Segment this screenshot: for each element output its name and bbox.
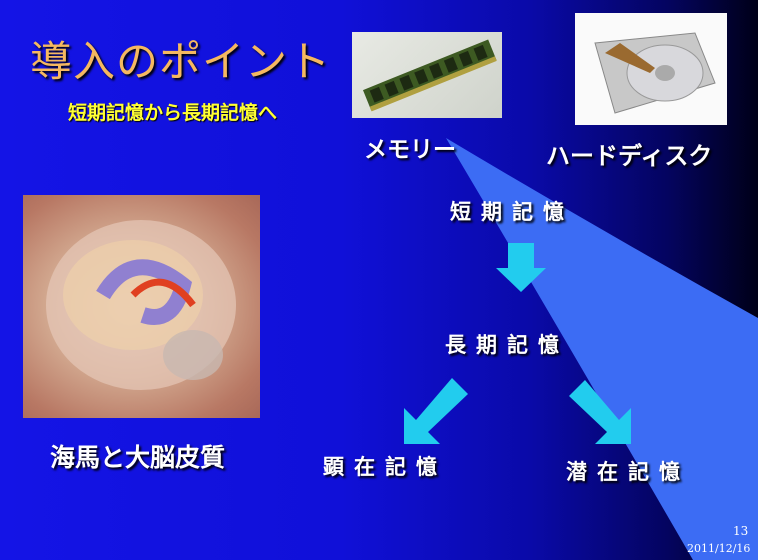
hard-disk-label: ハードディスク xyxy=(546,142,713,170)
arrow-down-left-icon xyxy=(404,378,468,444)
slide-date: 2011/12/16 xyxy=(687,542,751,555)
arrow-down-right-icon xyxy=(569,380,631,444)
long-term-memory-label: 長期記憶 xyxy=(445,333,569,357)
page-number: 13 xyxy=(733,524,749,538)
implicit-memory-label: 潜在記憶 xyxy=(566,460,690,484)
slide-subtitle: 短期記憶から長期記憶へ xyxy=(68,102,278,124)
brain-label: 海馬と大脳皮質 xyxy=(50,443,226,472)
brain-image xyxy=(23,195,260,418)
arrow-down-icon xyxy=(496,243,546,292)
explicit-memory-label: 顕在記憶 xyxy=(323,455,447,479)
slide-title: 導入のポイント xyxy=(30,37,332,86)
hard-disk-image xyxy=(575,13,727,125)
short-term-memory-label: 短期記憶 xyxy=(450,200,574,224)
memory-module-image xyxy=(352,32,502,118)
memory-label: メモリー xyxy=(364,137,456,163)
